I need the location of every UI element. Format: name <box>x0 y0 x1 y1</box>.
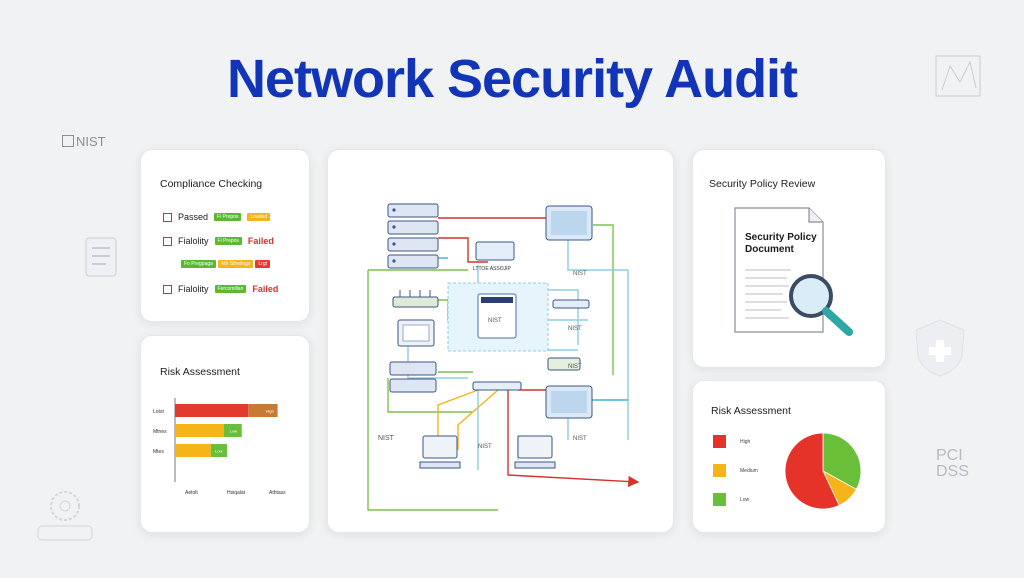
compliance-title: Compliance Checking <box>160 178 263 190</box>
bar-segment <box>248 404 278 417</box>
doc-line-2: Document <box>745 244 794 255</box>
row-label: Fialolity <box>178 236 209 246</box>
shield-plus-icon <box>915 319 965 377</box>
compliance-card: Compliance Checking Passed Fi Prepos Loa… <box>140 149 310 322</box>
nist-side-text: NIST <box>76 134 106 149</box>
compliance-row-3: Fo Pregpaga Ath Sthelings Lrgt <box>181 260 271 268</box>
row-label: Fialolity <box>178 284 209 294</box>
status-tag: Fi Prepos <box>214 213 242 221</box>
legend-high: High <box>713 435 750 448</box>
clipboard-icon <box>85 237 117 277</box>
server-rack-icon <box>387 203 439 269</box>
nist-label-e: NIST <box>568 364 582 370</box>
segment-label: Low <box>230 428 237 433</box>
category-label: Lotst <box>153 409 164 415</box>
legend-low: Low <box>713 493 749 506</box>
hub-icon <box>472 381 522 391</box>
x-tick-label: Aetolt <box>185 490 198 496</box>
control-panel-icon <box>545 205 593 241</box>
legend-swatch-medium <box>713 464 726 477</box>
router-icon: LTTOE ASSOJIP <box>473 241 515 272</box>
bar-segment <box>223 424 242 437</box>
nist-label-d: NIST <box>573 436 587 442</box>
bar-segment <box>175 444 211 457</box>
checkbox-icon[interactable] <box>163 284 172 294</box>
server-icon <box>389 361 437 393</box>
pie-slice-low <box>822 432 862 490</box>
status-tag: Lrgt <box>255 260 271 268</box>
magnifier-icon[interactable] <box>781 268 861 342</box>
dss-text: DSS <box>936 463 969 480</box>
gear-watermark-icon <box>37 491 93 541</box>
network-switch-icon <box>547 357 581 371</box>
nist-side-label: NIST <box>62 134 106 149</box>
legend-label-high: High <box>740 438 751 445</box>
x-tick-label: Hsiqalat <box>227 490 246 496</box>
legend-swatch-low <box>713 493 726 506</box>
checkbox-icon[interactable] <box>163 236 172 246</box>
compliance-row-2: Fialolity Fi Prepos Failed <box>163 236 274 246</box>
failed-status: Failed <box>247 236 274 246</box>
bar-segment <box>175 404 249 417</box>
pci-dss-label: PCI DSS <box>936 448 969 480</box>
compliance-row-4: Fialolity Fercomillan Failed <box>163 284 278 294</box>
status-tag: Loaded <box>247 213 271 221</box>
x-tick-label: Athtass <box>269 490 286 496</box>
legend-medium: Medium <box>713 464 758 477</box>
nist-label-a: NIST <box>573 271 587 277</box>
router-label: LTTOE ASSOJIP <box>473 266 512 272</box>
legend-swatch-high <box>713 435 726 448</box>
status-tag: Fo Pregpaga <box>181 260 216 268</box>
network-card: LTTOE ASSOJIP NIST NIST NIST <box>327 149 674 533</box>
risk-pie-card: Risk Assessment High Medium Low <box>692 380 886 533</box>
risk-pie-title: Risk Assessment <box>711 405 791 417</box>
category-label: Mtes <box>153 449 164 455</box>
bar-segment <box>210 444 228 457</box>
nist-label-b: NIST <box>568 326 582 332</box>
network-diagram: LTTOE ASSOJIP NIST NIST NIST <box>367 203 640 511</box>
segment-label: High <box>266 408 274 413</box>
pie-slice-high <box>784 432 840 510</box>
risk-bar-title: Risk Assessment <box>160 366 240 378</box>
doc-line-1: Security Policy <box>745 232 817 243</box>
nist-label-left: NIST <box>378 435 395 442</box>
policy-title: Security Policy Review <box>709 178 816 190</box>
page-title: Network Security Audit <box>226 49 798 109</box>
switch-icon-right <box>552 299 590 309</box>
bar-segment <box>175 424 224 437</box>
nist-label-c: NIST <box>478 444 492 450</box>
workstation-icon-left <box>419 435 461 469</box>
nist-logo-icon <box>62 135 74 147</box>
status-tag: Fercomillan <box>214 285 247 293</box>
switch-icon-left <box>392 290 439 308</box>
compliance-row-1: Passed Fi Prepos Loaded <box>163 212 271 222</box>
network-watermark-icon <box>935 55 981 97</box>
policy-card: Security Policy Review Security Policy D… <box>692 149 886 368</box>
risk-pie-chart <box>784 432 862 510</box>
failed-status: Failed <box>252 284 279 294</box>
category-label: Mtnes <box>153 429 167 435</box>
monitor-icon <box>397 319 435 347</box>
row-label: Passed <box>178 212 209 222</box>
checkbox-icon[interactable] <box>163 212 172 222</box>
pci-text: PCI <box>936 447 963 464</box>
status-tag: Ath Sthelings <box>217 260 254 268</box>
legend-label-medium: Medium <box>740 467 758 474</box>
status-tag: Fi Prepos <box>214 237 242 245</box>
legend-label-low: Low <box>740 496 750 503</box>
control-panel-icon-2 <box>545 385 593 419</box>
policy-doc-text: Security Policy Document <box>745 232 817 256</box>
segment-label: Low <box>215 448 222 453</box>
core-label: NIST <box>488 318 502 324</box>
workstation-icon-right <box>514 435 556 469</box>
